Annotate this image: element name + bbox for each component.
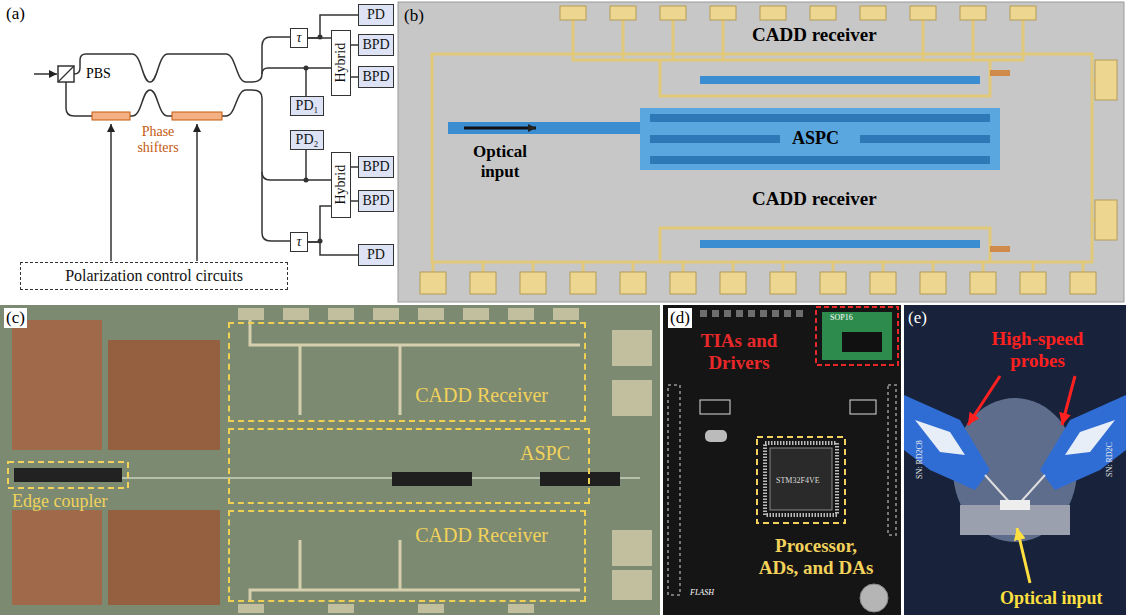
blue-waveguides <box>448 70 1010 252</box>
photodiode-box: PD₁ <box>290 96 324 116</box>
receiver-region: CADD Receiver <box>228 510 586 602</box>
box-text: PD <box>367 247 385 262</box>
box-text: Hybrid <box>333 165 348 205</box>
probe-marking: SN: RD2C <box>1105 442 1114 477</box>
component-label: Phase shifters <box>126 124 190 156</box>
chip-features <box>12 308 652 613</box>
delay-box: τ <box>290 232 308 252</box>
aspc-region: ASPC <box>228 428 590 504</box>
box-text: ASPC <box>520 442 570 464</box>
phase-shifter <box>92 112 130 120</box>
silkscreen-text: SOP16 <box>830 313 853 322</box>
board-photo <box>663 305 901 615</box>
waveguide-schematic <box>34 37 331 261</box>
box-text: BPD <box>362 69 389 84</box>
panel-label: (a) <box>6 4 25 24</box>
control-circuit-box: Polarization control circuits <box>20 262 288 290</box>
box-text: Hybrid <box>333 43 348 83</box>
waveguide-connector <box>308 37 331 39</box>
panel-label: (b) <box>404 6 424 26</box>
photodiode-box: PD <box>358 4 394 26</box>
waveguide-connector <box>351 200 358 202</box>
photodiode-box: PD <box>358 244 394 266</box>
input-label: Optical input <box>462 142 538 181</box>
probe-station <box>904 376 1126 583</box>
box-text: PD <box>367 7 385 22</box>
component-label: TIAs and Drivers <box>680 330 798 374</box>
delay-box: τ <box>290 28 308 48</box>
box-text: CADD Receiver <box>415 524 548 546</box>
balanced-photodiode-box: BPD <box>358 34 394 56</box>
waveguide-connector <box>351 44 358 46</box>
balanced-photodiode-box: BPD <box>358 156 394 178</box>
waveguide-connector <box>351 166 358 168</box>
probe-photo <box>904 305 1126 615</box>
box-text: BPD <box>362 193 389 208</box>
gold-traces <box>432 20 1095 272</box>
edge-coupler-outline <box>8 462 128 488</box>
box-text: τ <box>296 30 301 45</box>
render-background <box>398 2 1124 302</box>
panel-label: (c) <box>4 308 27 328</box>
probe-marking: SN: RD2C8 <box>915 440 924 479</box>
gold-pads <box>420 6 1117 294</box>
chip-photo <box>0 305 660 615</box>
box-text: CADD Receiver <box>415 384 548 406</box>
component-label: Processor, ADs, and DAs <box>755 535 877 579</box>
panel-label: (d) <box>668 308 692 328</box>
region-label: ASPC <box>792 128 839 149</box>
component-label: PBS <box>86 66 111 82</box>
input-arrow <box>464 127 536 130</box>
balanced-photodiode-box: BPD <box>358 66 394 88</box>
box-text: Polarization control circuits <box>65 267 243 285</box>
region-label: CADD receiver <box>752 188 877 210</box>
hybrid-box: Hybrid <box>331 152 351 218</box>
input-label: Optical input <box>1000 588 1103 609</box>
receiver-region: CADD Receiver <box>228 322 586 422</box>
silkscreen-text: FLASH <box>690 588 714 597</box>
pbs-symbol <box>58 66 74 82</box>
pbs-diagonal <box>58 66 74 82</box>
phase-shifter <box>172 112 222 120</box>
box-text: PD₁ <box>296 98 319 113</box>
box-text: PD₂ <box>296 132 319 147</box>
component-label: Edge coupler <box>12 491 107 512</box>
hybrid-box: Hybrid <box>331 30 351 96</box>
board-features <box>668 307 898 612</box>
panel-label: (e) <box>908 308 927 328</box>
box-text: τ <box>296 234 301 249</box>
photodiode-box: PD₂ <box>290 130 324 150</box>
component-label: High-speed probes <box>975 328 1100 372</box>
waveguide-connector <box>308 206 331 242</box>
region-label: CADD receiver <box>752 24 877 46</box>
waveguide-connector <box>308 242 358 255</box>
box-text: BPD <box>362 37 389 52</box>
waveguide-connector <box>351 76 358 78</box>
box-text: BPD <box>362 159 389 174</box>
chip-marking: STM32F4VE <box>776 476 820 485</box>
balanced-photodiode-box: BPD <box>358 190 394 212</box>
